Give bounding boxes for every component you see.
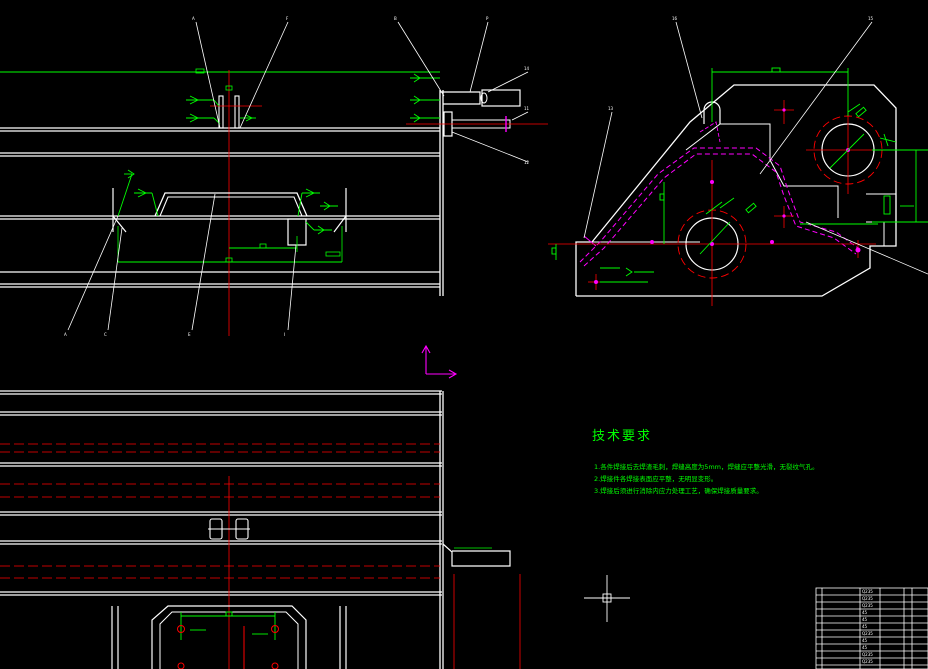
- svg-text:Q235: Q235: [862, 652, 873, 657]
- svg-text:45: 45: [862, 638, 868, 643]
- svg-text:A: A: [64, 332, 67, 337]
- svg-text:E: E: [188, 332, 191, 337]
- svg-text:45: 45: [862, 610, 868, 615]
- svg-text:A: A: [192, 16, 195, 21]
- ucs-axis-icon: [421, 344, 458, 379]
- bottom-view: [0, 390, 521, 669]
- svg-text:13: 13: [608, 106, 614, 111]
- svg-text:15: 15: [868, 16, 874, 21]
- svg-text:12: 12: [524, 160, 530, 165]
- svg-text:45: 45: [862, 617, 868, 622]
- cursor-crosshair-icon: [584, 575, 630, 622]
- svg-text:Q235: Q235: [862, 596, 873, 601]
- svg-text:Q235: Q235: [862, 589, 873, 594]
- svg-text:Q235: Q235: [862, 603, 873, 608]
- note-1: 1.各件焊接后去焊渣毛刺，焊缝高度为5mm，焊缝应平整光滑，无裂纹气孔。: [594, 463, 819, 471]
- svg-text:45: 45: [862, 624, 868, 629]
- svg-text:C: C: [104, 332, 107, 337]
- parts-list-table: [815, 587, 928, 669]
- svg-text:45: 45: [862, 645, 868, 650]
- technical-requirements-title: 技术要求: [592, 429, 653, 444]
- svg-text:Q235: Q235: [862, 631, 873, 636]
- svg-text:B: B: [394, 16, 397, 21]
- top-left-view: A F B P 14 11 12 A C E I: [0, 16, 548, 337]
- svg-text:P: P: [486, 16, 489, 21]
- svg-text:Q235: Q235: [862, 659, 873, 664]
- side-view: 16 15 13: [548, 16, 928, 306]
- note-3: 3.焊接后须进行消除内应力处理工艺，确保焊接质量要求。: [594, 487, 763, 495]
- technical-requirements-notes: 1.各件焊接后去焊渣毛刺，焊缝高度为5mm，焊缝应平整光滑，无裂纹气孔。 2.焊…: [594, 461, 819, 497]
- svg-text:16: 16: [672, 16, 678, 21]
- svg-text:14: 14: [524, 66, 530, 71]
- svg-text:11: 11: [524, 106, 530, 111]
- svg-text:F: F: [286, 16, 289, 21]
- svg-text:I: I: [284, 332, 285, 337]
- note-2: 2.焊接件各焊接表面应平整，无明显变形。: [594, 475, 718, 483]
